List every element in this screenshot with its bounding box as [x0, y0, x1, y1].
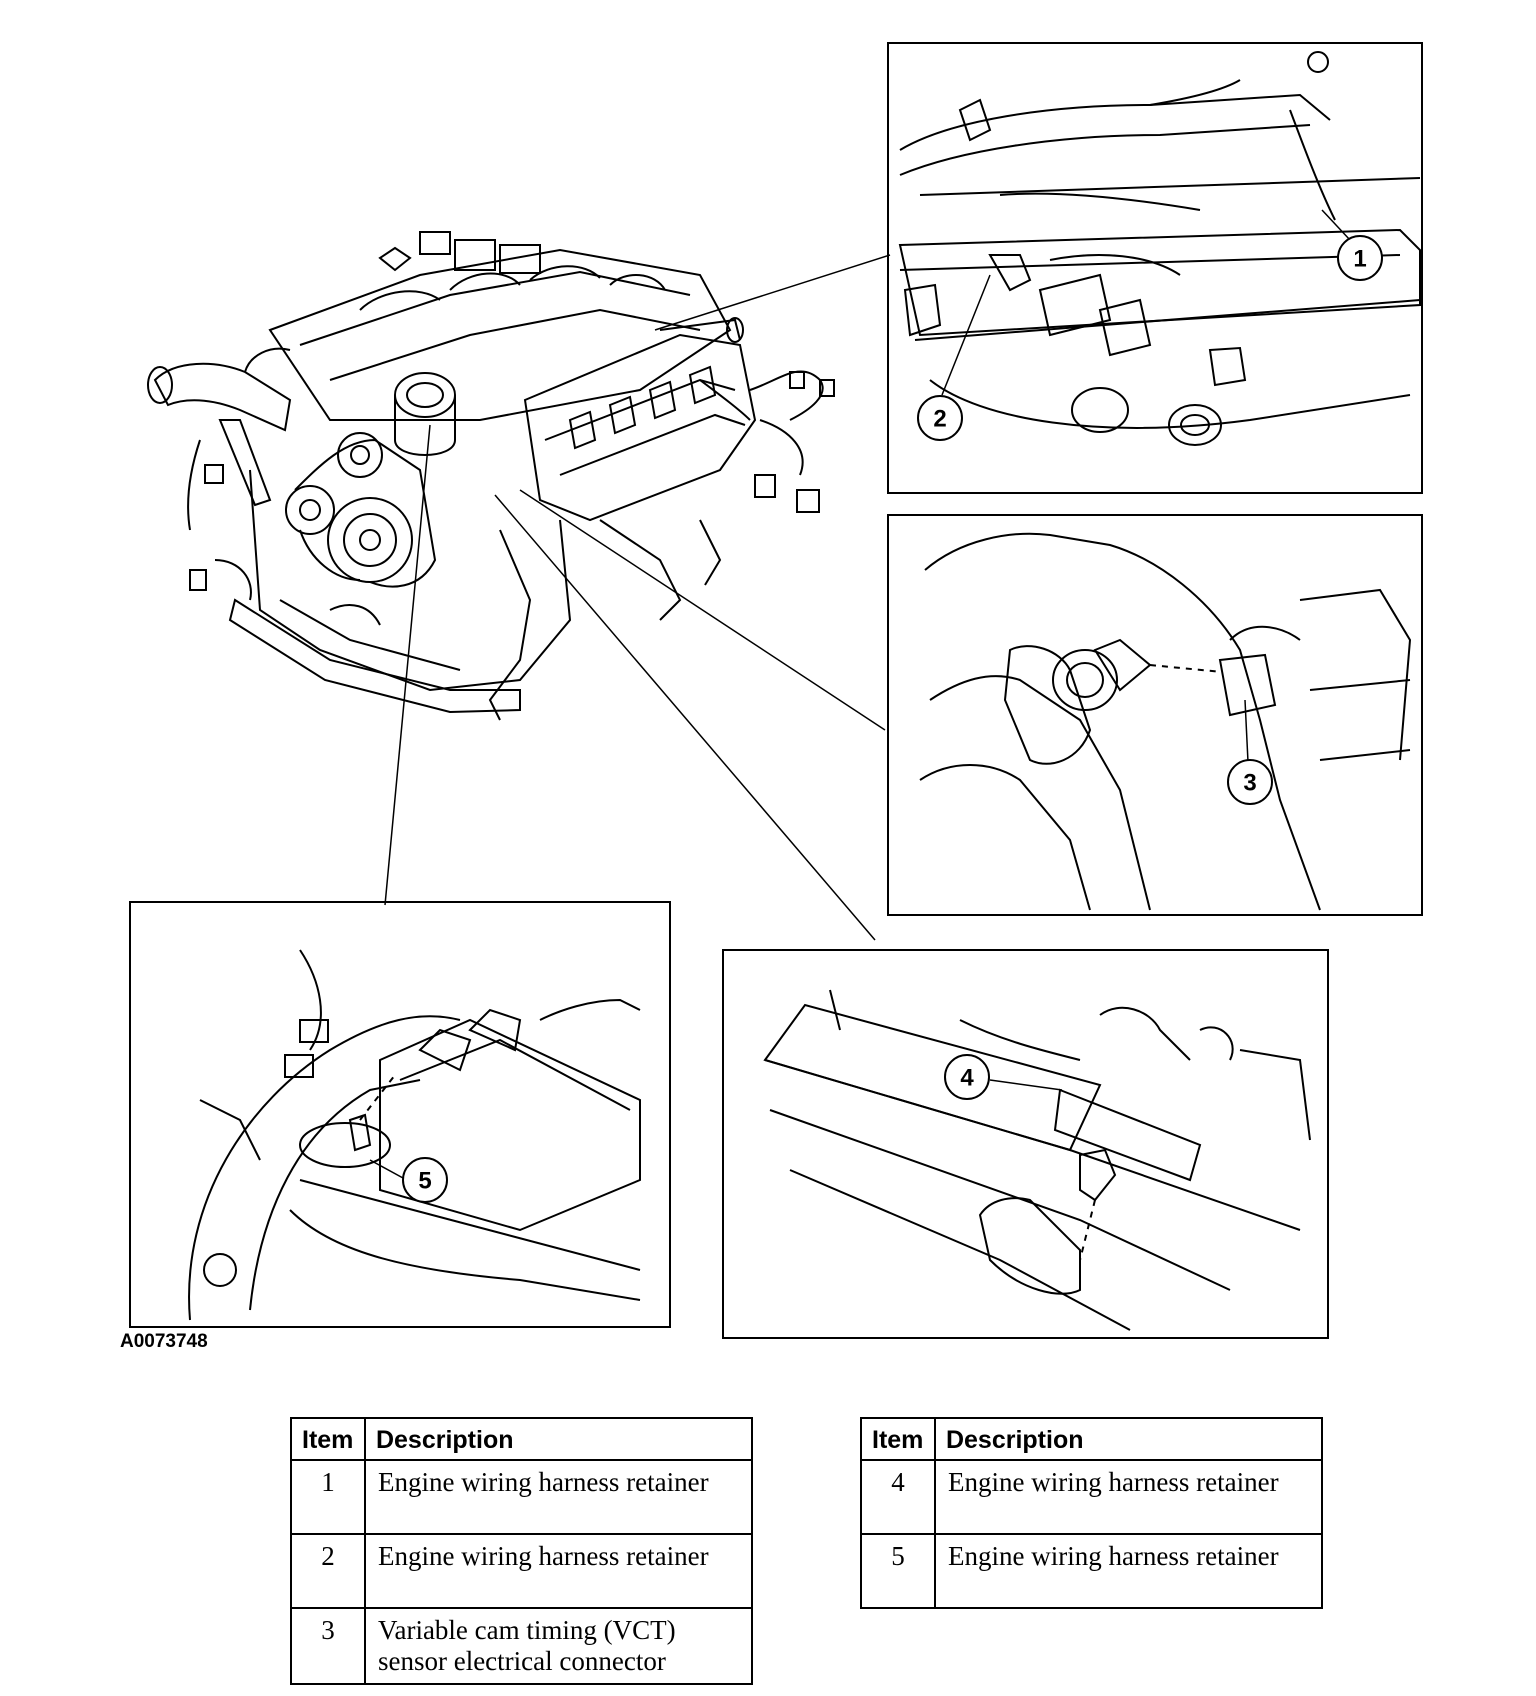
detail-panel-4	[722, 949, 1329, 1339]
description-header: Description	[933, 1417, 1324, 1461]
item-header: Item	[290, 1417, 366, 1461]
callout-5-label: 5	[418, 1168, 431, 1195]
table-row: 3 Variable cam timing (VCT) sensor elect…	[290, 1607, 754, 1685]
detail-panel-3-art	[188, 949, 641, 1321]
callout-2-label: 2	[933, 406, 946, 433]
table-row: 1 Engine wiring harness retainer	[290, 1459, 754, 1535]
detail-panel-4-art	[763, 989, 1311, 1331]
item-description: Engine wiring harness retainer	[933, 1533, 1324, 1609]
engine-illustration	[147, 231, 835, 721]
table-row: 2 Engine wiring harness retainer	[290, 1533, 754, 1609]
callout-4-circle	[944, 1054, 990, 1100]
engine-harness-diagram: 1 2 3 4 5	[129, 42, 1423, 1339]
figure-id: A0073748	[120, 1331, 208, 1352]
detail-panel-3	[129, 901, 671, 1328]
item-number: 4	[860, 1459, 936, 1535]
legend-table-header: Item Description	[290, 1417, 754, 1461]
item-number: 5	[860, 1533, 936, 1609]
callout-3-label: 3	[1243, 770, 1256, 797]
table-row: 5 Engine wiring harness retainer	[860, 1533, 1324, 1609]
legend-table-left: Item Description 1 Engine wiring harness…	[290, 1417, 754, 1685]
item-header: Item	[860, 1417, 936, 1461]
item-description: Engine wiring harness retainer	[933, 1459, 1324, 1535]
table-row: 4 Engine wiring harness retainer	[860, 1459, 1324, 1535]
description-header: Description	[363, 1417, 754, 1461]
detail-panel-1-art	[898, 51, 1421, 446]
callout-4-label: 4	[960, 1065, 974, 1092]
leader-lines	[384, 254, 891, 941]
item-description: Engine wiring harness retainer	[363, 1533, 754, 1609]
item-number: 1	[290, 1459, 366, 1535]
callout-3-circle	[1227, 759, 1273, 805]
item-description: Engine wiring harness retainer	[363, 1459, 754, 1535]
detail-panel-1	[887, 42, 1423, 494]
callout-5-circle	[402, 1157, 448, 1203]
item-description: Variable cam timing (VCT) sensor electri…	[363, 1607, 754, 1685]
legend-table-header: Item Description	[860, 1417, 1324, 1461]
legend-table-right: Item Description 4 Engine wiring harness…	[860, 1417, 1324, 1609]
detail-panel-2	[887, 514, 1423, 916]
callout-1-circle	[1337, 235, 1383, 281]
item-number: 3	[290, 1607, 366, 1685]
callout-1-label: 1	[1353, 246, 1366, 273]
detail-panel-2-art	[919, 532, 1412, 911]
item-number: 2	[290, 1533, 366, 1609]
callout-2-circle	[917, 395, 963, 441]
